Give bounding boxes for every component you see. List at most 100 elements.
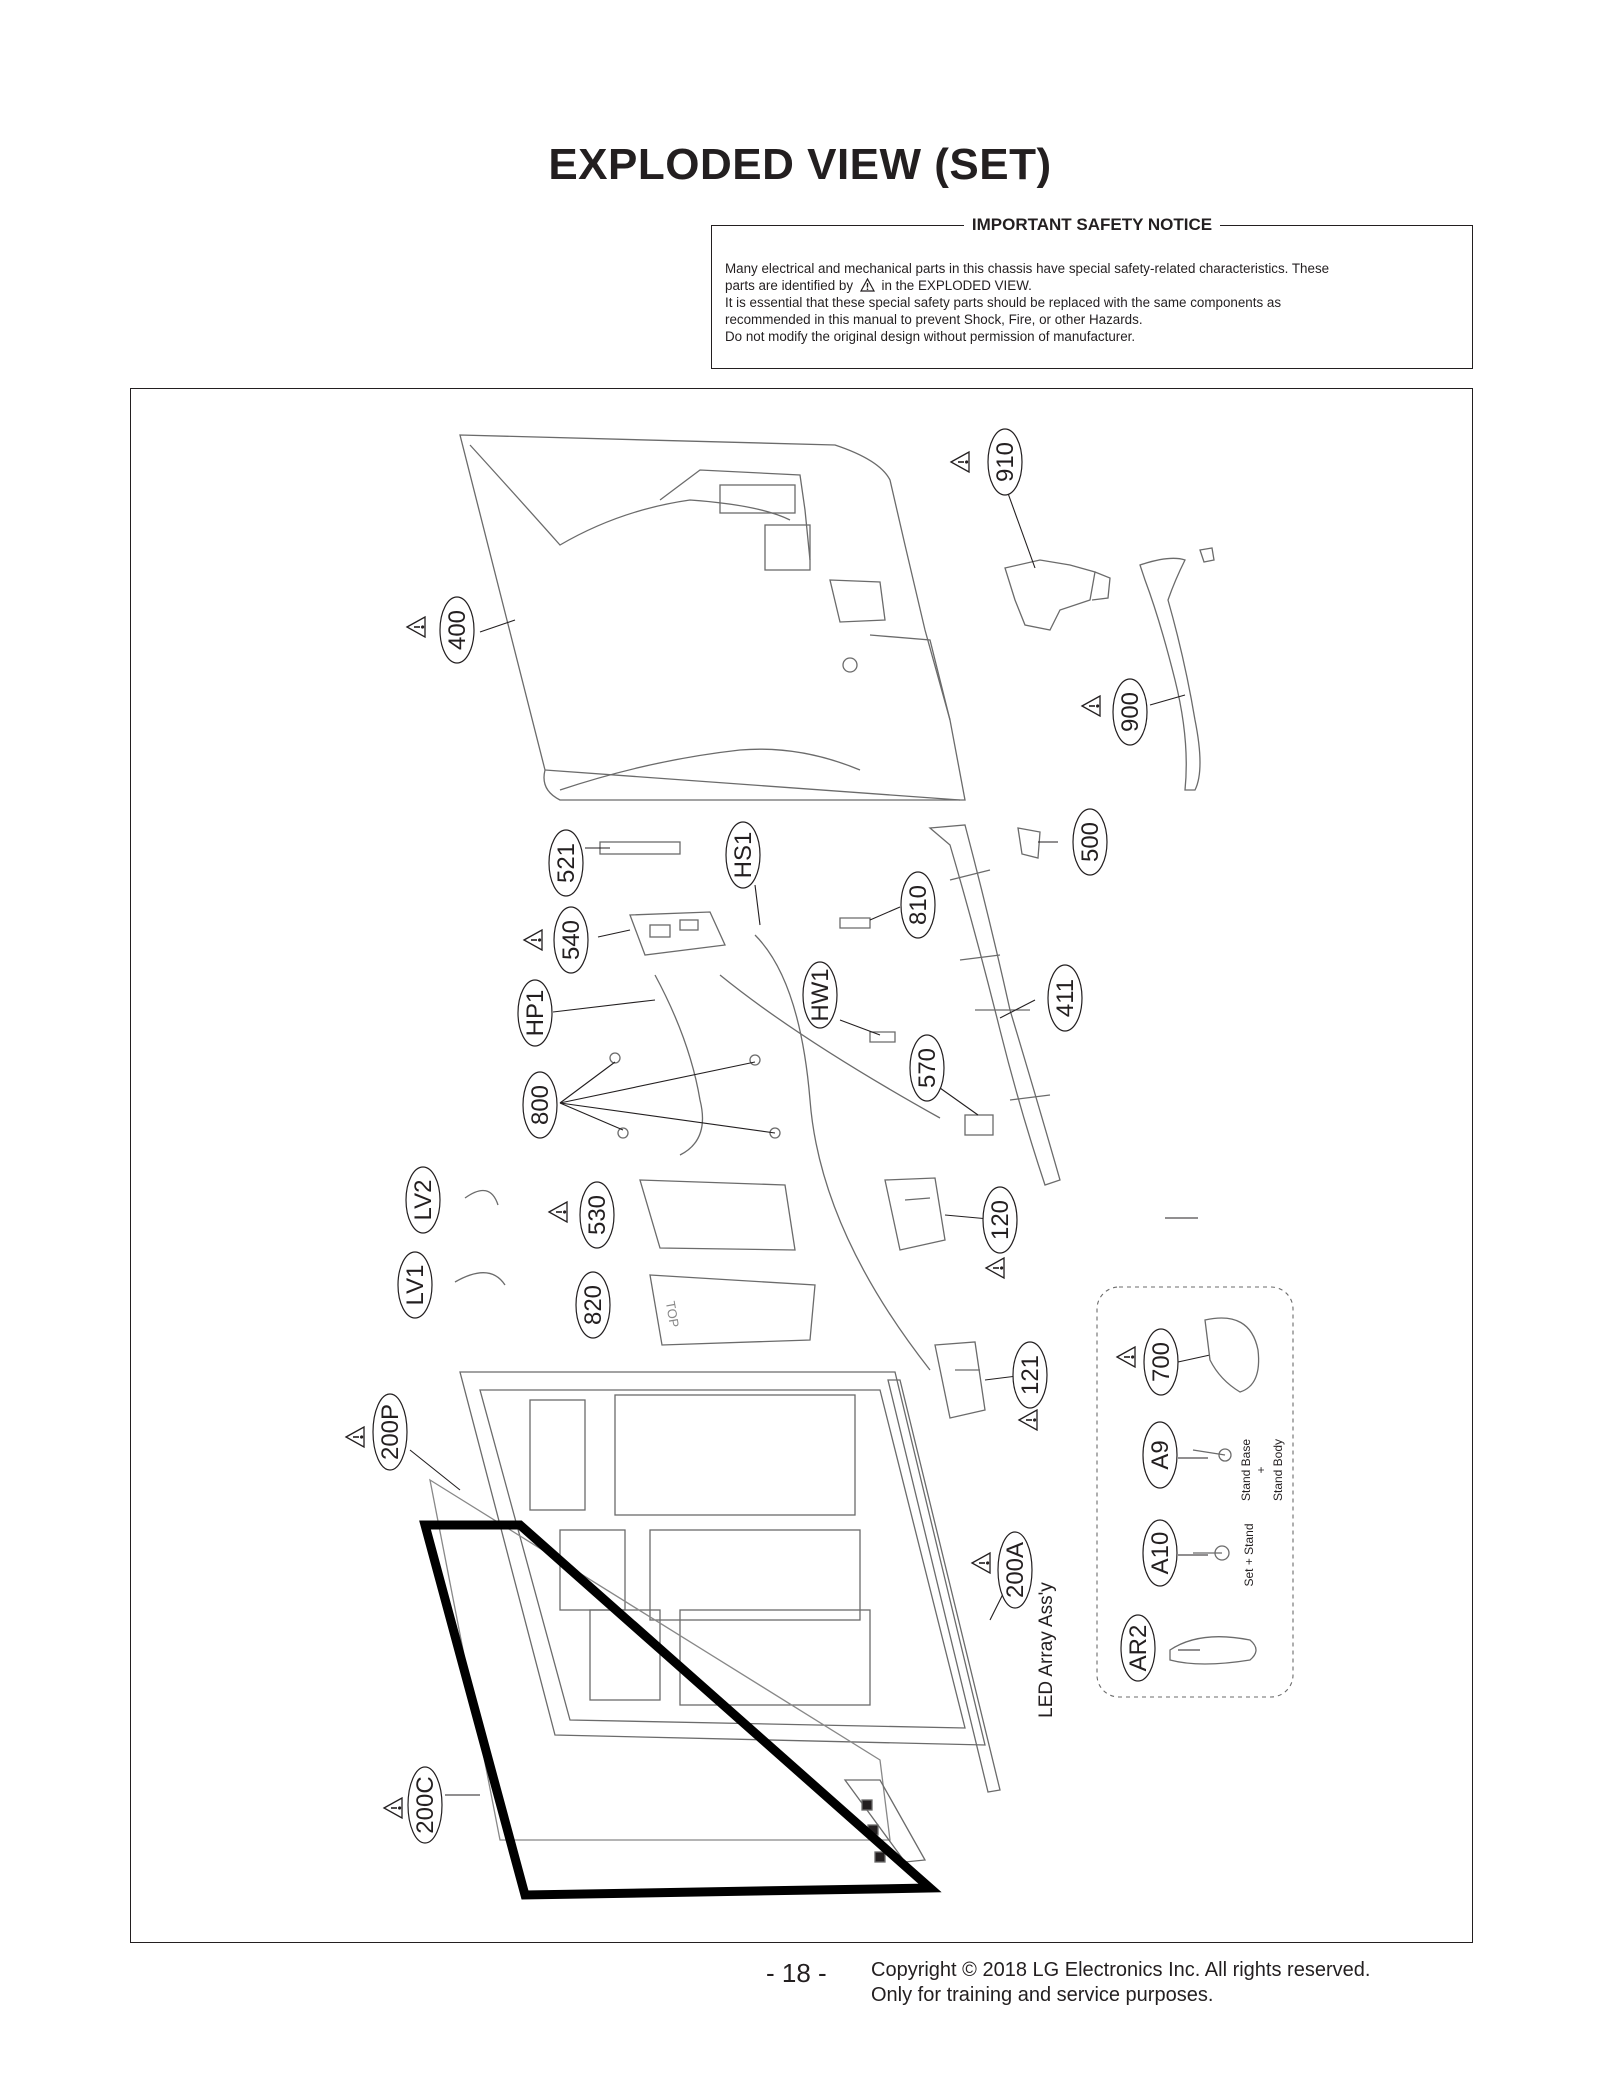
- svg-text:200A: 200A: [1002, 1542, 1029, 1598]
- callout-a9: A9: [1142, 1421, 1178, 1489]
- callout-411: 411: [1047, 964, 1083, 1032]
- top-mark-label: TOP: [663, 1300, 682, 1329]
- callout-500: 500: [1072, 808, 1108, 876]
- callout-910: 910: [987, 428, 1023, 496]
- cable-hw1: [719, 974, 941, 1119]
- callout-400: 400: [439, 596, 475, 664]
- callout-a10: A10: [1142, 1519, 1178, 1587]
- cable-hp1: [654, 974, 704, 1156]
- svg-text:HS1: HS1: [730, 832, 757, 879]
- stand-body-label: Stand Body: [1271, 1439, 1285, 1501]
- callout-lv1: LV1: [397, 1251, 433, 1319]
- svg-text:AR2: AR2: [1125, 1625, 1152, 1672]
- page-number: - 18 -: [766, 1958, 827, 1988]
- callout-200p: 200P: [372, 1393, 408, 1471]
- callout-120: 120: [982, 1186, 1018, 1254]
- callout-900: 900: [1112, 678, 1148, 746]
- cable-hs1: [754, 934, 931, 1371]
- svg-text:HP1: HP1: [522, 990, 549, 1037]
- svg-text:810: 810: [905, 885, 932, 925]
- module-570-part: [964, 1114, 994, 1136]
- callout-lv2: LV2: [405, 1166, 441, 1234]
- callout-800: 800: [522, 1071, 558, 1139]
- led-bar-part: [887, 1379, 1001, 1793]
- notice-line-1: Many electrical and mechanical parts in …: [725, 261, 1330, 276]
- notice-line-3: It is essential that these special safet…: [725, 295, 1282, 310]
- screw-800-d: [769, 1127, 781, 1139]
- callout-200a: 200A: [997, 1531, 1033, 1609]
- svg-text:411: 411: [1052, 979, 1079, 1017]
- callout-521: 521: [548, 829, 584, 897]
- cable-lv2: [464, 1189, 499, 1206]
- bracket-810a: [839, 917, 871, 929]
- bezel-200c-part: [419, 1520, 942, 1900]
- set-stand-label: Set + Stand: [1242, 1523, 1256, 1586]
- svg-text:120: 120: [987, 1200, 1014, 1240]
- screw-800-a: [609, 1052, 621, 1064]
- main-board-part: [629, 911, 726, 956]
- accessory-box: [1096, 1286, 1294, 1698]
- svg-text:121: 121: [1017, 1355, 1044, 1395]
- callout-700: 700: [1143, 1328, 1179, 1396]
- svg-text:820: 820: [580, 1285, 607, 1325]
- warning-triangle-icon: [859, 278, 875, 292]
- svg-text:540: 540: [558, 920, 585, 960]
- remote-ar2-part: [1169, 1636, 1257, 1665]
- notice-line-4: recommended in this manual to prevent Sh…: [725, 312, 1143, 327]
- rear-bracket-part: [928, 824, 1061, 1186]
- safety-notice-box: IMPORTANT SAFETY NOTICE Many electrical …: [711, 215, 1473, 369]
- callout-hp1: HP1: [517, 979, 553, 1047]
- notice-line-2: parts are identified by in the EXPLODED …: [725, 278, 1032, 293]
- screw-800-c: [617, 1127, 629, 1139]
- joystick-part: [1017, 827, 1041, 859]
- safety-notice-body: Many electrical and mechanical parts in …: [725, 260, 1459, 345]
- svg-text:530: 530: [584, 1195, 611, 1235]
- stand-neck-part: [1004, 559, 1111, 631]
- callout-hw1: HW1: [802, 961, 838, 1029]
- callout-200c: 200C: [407, 1766, 443, 1844]
- svg-text:400: 400: [444, 610, 471, 650]
- svg-text:LV2: LV2: [410, 1180, 437, 1221]
- svg-text:700: 700: [1148, 1342, 1175, 1382]
- bracket-810b: [869, 1031, 896, 1043]
- svg-text:900: 900: [1117, 692, 1144, 732]
- speaker-120-part: [884, 1177, 946, 1251]
- page-title: EXPLODED VIEW (SET): [548, 140, 1052, 189]
- svg-text:LV1: LV1: [402, 1265, 429, 1306]
- cover-part: [599, 841, 681, 855]
- svg-text:200C: 200C: [412, 1776, 439, 1833]
- safety-notice-heading: IMPORTANT SAFETY NOTICE: [712, 215, 1472, 235]
- callout-ar2: AR2: [1120, 1614, 1156, 1682]
- notice-line-5: Do not modify the original design withou…: [725, 329, 1136, 344]
- callout-540: 540: [553, 906, 589, 974]
- callout-hs1: HS1: [725, 821, 761, 889]
- callout-530: 530: [579, 1181, 615, 1249]
- svg-text:521: 521: [553, 843, 580, 883]
- cable-lv1: [454, 1272, 506, 1286]
- callout-570: 570: [909, 1034, 945, 1102]
- svg-text:500: 500: [1077, 822, 1104, 862]
- power-board-part: [639, 1179, 796, 1251]
- svg-text:200P: 200P: [377, 1404, 404, 1460]
- stand-base-label: Stand Base: [1239, 1439, 1253, 1501]
- svg-text:800: 800: [527, 1085, 554, 1125]
- back-cover-part: [459, 434, 966, 801]
- callout-810: 810: [900, 871, 936, 939]
- power-cord-700-part: [1204, 1317, 1260, 1393]
- svg-text:570: 570: [914, 1048, 941, 1088]
- svg-text:910: 910: [992, 442, 1019, 482]
- callout-820: 820: [575, 1271, 611, 1339]
- footer-copyright: Copyright © 2018 LG Electronics Inc. All…: [871, 1959, 1371, 2006]
- screw-800-b: [749, 1054, 761, 1066]
- svg-text:HW1: HW1: [807, 968, 834, 1021]
- callout-121: 121: [1012, 1341, 1048, 1409]
- led-array-label: LED Array Ass'y: [1036, 1582, 1057, 1718]
- svg-text:A10: A10: [1147, 1532, 1174, 1575]
- insulator-sheet-part: [649, 1274, 816, 1346]
- speaker-121-part: [934, 1341, 986, 1419]
- stand-body-part: [1139, 547, 1215, 791]
- frame-assembly-part: [459, 1371, 986, 1746]
- plus-label: +: [1254, 1466, 1268, 1473]
- svg-text:A9: A9: [1147, 1440, 1174, 1469]
